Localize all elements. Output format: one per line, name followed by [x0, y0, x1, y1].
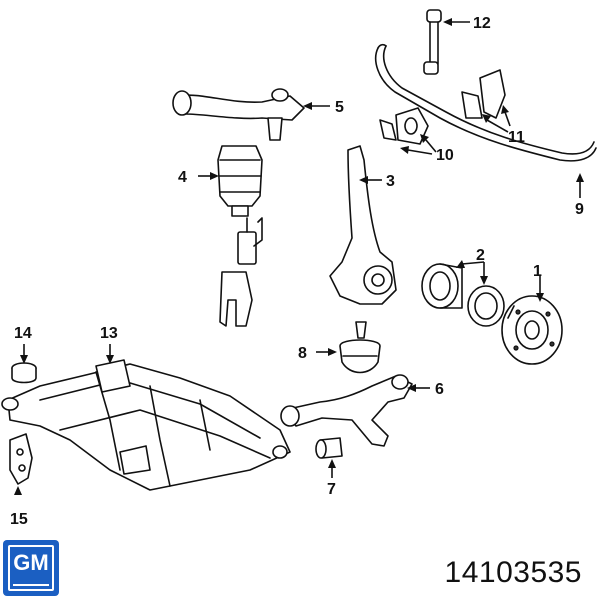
wheel-bearing-part [421, 263, 505, 327]
callout-4: 4 [178, 169, 187, 186]
gm-logo: GM [3, 540, 59, 596]
frame-bracket-part [9, 433, 33, 485]
callout-11: 11 [508, 129, 525, 146]
callout-2: 2 [476, 247, 485, 264]
callout-1: 1 [533, 263, 542, 280]
bar-bushing-part [379, 107, 429, 145]
callout-9: 9 [575, 201, 584, 218]
stabilizer-link-part [423, 9, 442, 75]
wheel-hub-part [501, 295, 563, 365]
control-arm-bushing-part [315, 437, 343, 459]
callout-6: 6 [435, 381, 444, 398]
stabilizer-bar-part [374, 43, 597, 162]
lower-control-arm-part [280, 374, 413, 447]
callout-14: 14 [14, 325, 32, 342]
callout-labels: 1 2 3 4 5 6 7 8 9 10 11 12 13 14 15 [10, 15, 584, 528]
callout-7: 7 [327, 481, 336, 498]
callout-15: 15 [10, 511, 28, 528]
crossmember-subframe-part [1, 359, 291, 491]
gm-logo-underline [13, 584, 49, 586]
callout-8: 8 [298, 345, 307, 362]
callout-12: 12 [473, 15, 491, 32]
gm-logo-border [8, 545, 54, 591]
shock-absorber-part [219, 217, 263, 327]
upper-control-arm-part [172, 88, 305, 141]
air-spring-part [217, 145, 263, 217]
gm-logo-text: GM [13, 550, 49, 575]
callout-3: 3 [386, 173, 395, 190]
ball-joint-part [339, 321, 381, 374]
leader-lines [14, 18, 584, 495]
callout-10: 10 [436, 147, 454, 164]
callout-5: 5 [335, 99, 344, 116]
callout-13: 13 [100, 325, 118, 342]
mount-cushion-part [11, 362, 37, 384]
part-number: 14103535 [444, 556, 582, 589]
steering-knuckle-part [329, 145, 397, 305]
